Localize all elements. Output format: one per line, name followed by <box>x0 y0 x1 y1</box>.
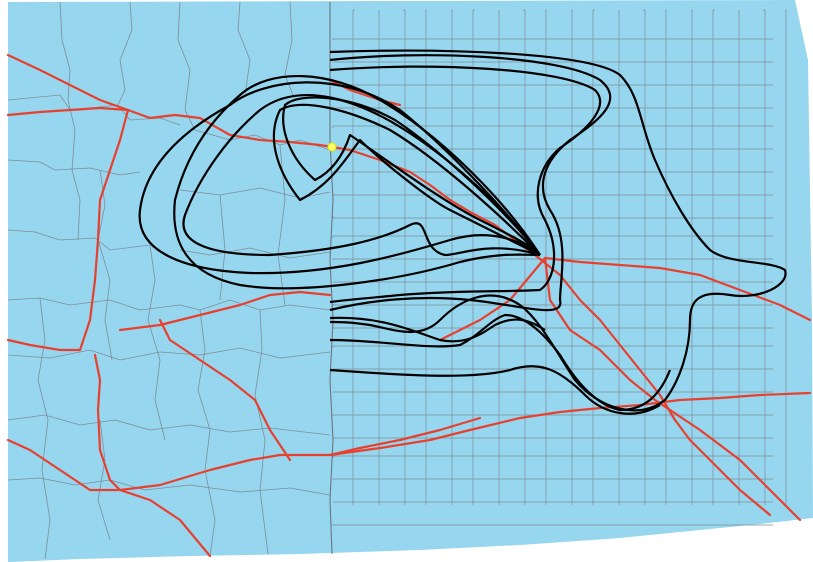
county-line <box>332 368 773 370</box>
interstate-routes <box>6 53 812 558</box>
county-line <box>332 258 773 260</box>
county-line <box>332 235 773 238</box>
county-line <box>785 9 787 505</box>
state-boundary <box>329 2 334 555</box>
county-line <box>665 9 667 505</box>
county-line <box>592 9 595 505</box>
county-boundaries <box>7 1 331 560</box>
county-line <box>332 326 773 329</box>
county-line <box>643 9 646 505</box>
county-line <box>332 38 773 40</box>
release-site-marker[interactable] <box>327 142 337 152</box>
county-line <box>691 9 693 505</box>
county-line <box>332 478 773 480</box>
county-line <box>352 9 355 505</box>
county-line <box>332 216 773 219</box>
county-line <box>332 524 773 526</box>
county-line <box>332 148 773 150</box>
county-line <box>332 125 773 128</box>
county-line <box>332 345 773 348</box>
county-grid <box>332 9 787 526</box>
county-line <box>332 194 773 196</box>
county-line <box>332 455 773 458</box>
county-line <box>332 106 773 109</box>
county-line <box>571 9 573 505</box>
county-line <box>763 9 766 505</box>
forecast-contour-lines <box>138 49 787 415</box>
county-line <box>332 436 773 439</box>
land-area <box>8 0 813 562</box>
county-line <box>332 84 773 86</box>
county-line <box>712 9 715 505</box>
